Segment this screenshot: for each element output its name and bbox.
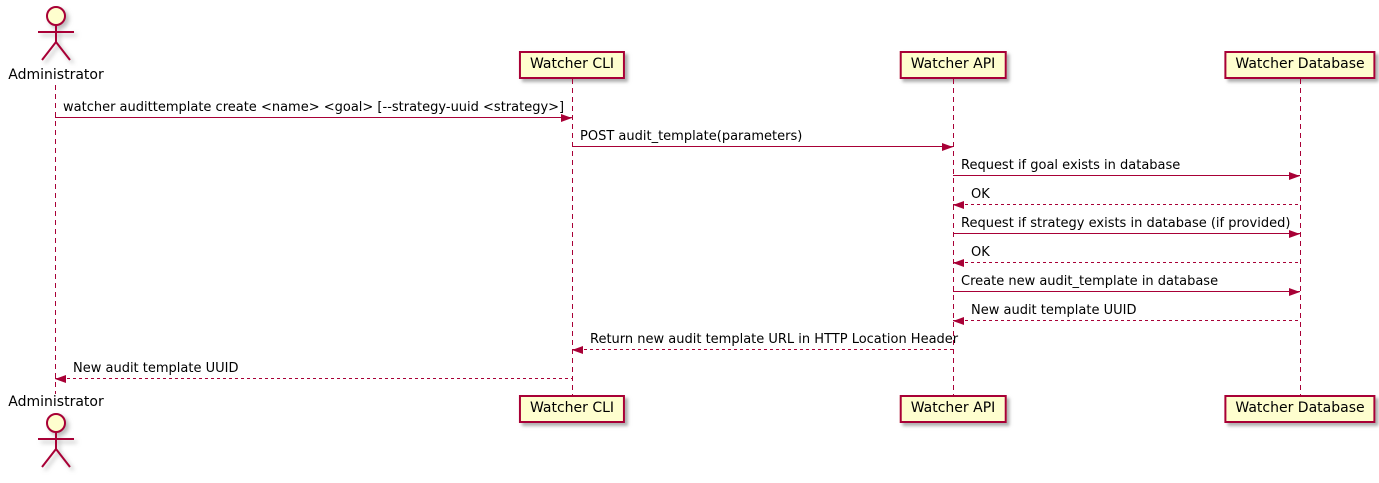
actor-icon <box>38 6 74 61</box>
message-line <box>953 233 1300 234</box>
lifeline-watcher-api <box>953 79 954 395</box>
lifeline-watcher-db <box>1300 79 1301 395</box>
arrowhead-right-icon <box>1289 288 1300 296</box>
message-label: OK <box>971 187 990 202</box>
message-line <box>572 349 953 350</box>
lifeline-watcher-cli <box>572 79 573 395</box>
arrowhead-right-icon <box>1289 230 1300 238</box>
message-label: POST audit_template(parameters) <box>580 129 803 144</box>
participant-box-watcher-api-bottom: Watcher API <box>899 395 1007 423</box>
participant-box-watcher-db-top: Watcher Database <box>1224 51 1376 79</box>
message-line <box>953 320 1300 321</box>
message-line <box>55 378 572 379</box>
arrowhead-left-icon <box>953 259 964 267</box>
message-line <box>953 291 1300 292</box>
message-label: Return new audit template URL in HTTP Lo… <box>590 332 959 347</box>
message-line <box>953 204 1300 205</box>
participant-box-watcher-cli-top: Watcher CLI <box>518 51 626 79</box>
message-label: watcher audittemplate create <name> <goa… <box>63 100 565 115</box>
participant-box-watcher-cli-bottom: Watcher CLI <box>518 395 626 423</box>
message-line <box>572 146 953 147</box>
participant-box-watcher-db-bottom: Watcher Database <box>1224 395 1376 423</box>
message-line <box>55 117 572 118</box>
participant-box-watcher-api-top: Watcher API <box>899 51 1007 79</box>
actor-label-administrator-top: Administrator <box>8 67 104 83</box>
arrowhead-left-icon <box>953 201 964 209</box>
message-label: Request if goal exists in database <box>961 158 1181 173</box>
actor-icon <box>38 413 74 468</box>
message-line <box>953 262 1300 263</box>
arrowhead-left-icon <box>55 375 66 383</box>
arrowhead-left-icon <box>572 346 583 354</box>
actor-label-administrator-bottom: Administrator <box>8 394 104 410</box>
arrowhead-right-icon <box>561 114 572 122</box>
arrowhead-right-icon <box>1289 172 1300 180</box>
arrowhead-left-icon <box>953 317 964 325</box>
message-label: OK <box>971 245 990 260</box>
message-line <box>953 175 1300 176</box>
arrowhead-right-icon <box>942 143 953 151</box>
message-label: New audit template UUID <box>971 303 1137 318</box>
message-label: Request if strategy exists in database (… <box>961 216 1291 231</box>
message-label: New audit template UUID <box>73 361 239 376</box>
message-label: Create new audit_template in database <box>961 274 1219 289</box>
lifeline-administrator <box>55 85 56 394</box>
